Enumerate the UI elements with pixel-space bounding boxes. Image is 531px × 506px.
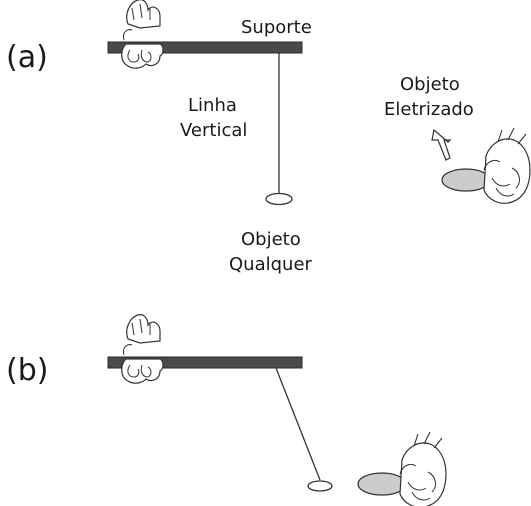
- charged-object: [441, 168, 491, 192]
- thread-label-line2: Vertical: [180, 120, 247, 141]
- panel-b-label: (b): [6, 353, 48, 388]
- hollow-arrow-icon: [431, 128, 452, 161]
- panel-a: (a) Suporte Linha Vertical Objeto Qualqu…: [6, 0, 531, 275]
- pinching-hand-icon: [399, 431, 447, 506]
- charged-object-label-line2: Eletrizado: [384, 99, 474, 120]
- panel-b: (b): [6, 314, 447, 506]
- pinching-hand-icon: [483, 127, 531, 204]
- object-label-line2: Qualquer: [229, 254, 313, 275]
- support-bar: [107, 356, 303, 369]
- charged-object: [357, 472, 407, 496]
- thread-label-line1: Linha: [188, 95, 237, 116]
- charged-object-label-line1: Objeto: [400, 74, 460, 95]
- hand-icon: [121, 0, 164, 69]
- panel-a-label: (a): [6, 40, 48, 75]
- neutral-object: [265, 192, 293, 206]
- support-bar: [107, 41, 303, 54]
- support-label: Suporte: [241, 17, 312, 38]
- deflected-thread: [275, 367, 321, 481]
- attracted-object: [307, 480, 333, 492]
- object-label-line1: Objeto: [241, 229, 301, 250]
- hand-icon: [121, 314, 164, 384]
